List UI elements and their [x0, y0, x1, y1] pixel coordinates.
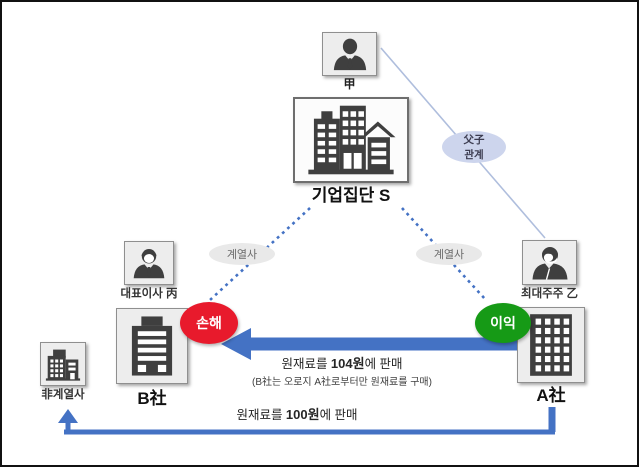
sale-104-text: 원재료를 104원에 판매 (B社는 오로지 A社로부터만 원재료를 구매)	[217, 353, 467, 388]
father-son-line2: 관계	[464, 149, 484, 161]
sale-100-arrow-head	[58, 409, 78, 423]
sale-104-line1: 원재료를 104원에 판매	[217, 353, 467, 372]
father-son-ellipse: 父子 관계	[442, 131, 506, 163]
sale-100-prefix: 원재료를	[236, 408, 286, 422]
loss-badge: 손해	[180, 302, 238, 344]
affiliate-dotted-line-left	[209, 207, 311, 301]
ceo-label: 대표이사 丙	[120, 288, 178, 300]
affiliate-left-label: 계열사	[226, 249, 258, 261]
ceo-person-icon	[133, 249, 165, 279]
sale-104-suffix: 에 판매	[364, 357, 403, 371]
company-a-box	[517, 307, 585, 383]
profit-badge-label: 이익	[490, 315, 516, 331]
sale-100-suffix: 에 판매	[319, 408, 358, 422]
affiliate-ellipse-left: 계열사	[209, 243, 275, 265]
business-group-box	[293, 97, 409, 183]
sale-104-arrow-head	[221, 328, 251, 360]
sale-104-note: (B社는 오로지 A社로부터만 원재료를 구매)	[252, 377, 432, 388]
person-icon	[333, 38, 366, 71]
profit-badge: 이익	[475, 303, 531, 343]
company-a-building-icon	[530, 314, 572, 376]
sale-104-prefix: 원재료를	[281, 357, 331, 371]
shareholder-label: 최대주주 乙	[520, 288, 578, 300]
father-son-line1: 父子	[463, 134, 485, 146]
shareholder-person-icon	[532, 247, 567, 280]
sale-100-amount: 100원	[285, 407, 320, 422]
person-gap-label: 甲	[343, 77, 356, 91]
ceo-box	[124, 241, 174, 285]
non-affiliate-label: 非계열사	[41, 389, 85, 401]
company-b-building-icon	[131, 316, 173, 376]
sale-104-amount: 104원	[330, 356, 365, 371]
buildings-cluster-icon	[308, 105, 396, 175]
business-group-label: 기업집단 S	[311, 186, 391, 205]
company-b-label: B社	[137, 389, 167, 408]
company-b-box	[116, 308, 188, 384]
person-gap-box	[322, 32, 377, 76]
sale-100-text: 원재료를 100원에 판매	[172, 404, 422, 423]
affiliate-right-label: 계열사	[433, 249, 465, 261]
non-affiliate-box	[40, 342, 86, 386]
company-a-label: A社	[536, 386, 566, 405]
non-affiliate-building-icon	[45, 349, 81, 381]
loss-badge-label: 손해	[196, 315, 222, 331]
affiliate-ellipse-right: 계열사	[416, 243, 482, 265]
shareholder-box	[522, 240, 577, 285]
